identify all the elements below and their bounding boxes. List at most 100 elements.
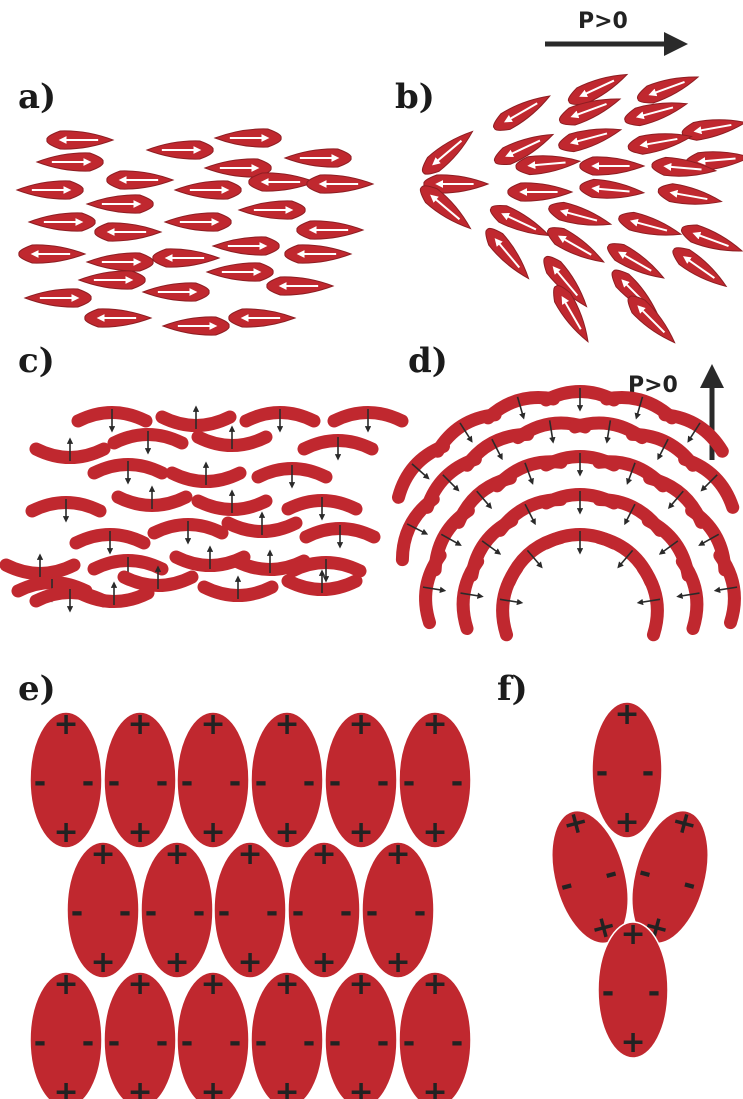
panel-e-ellipse: ++--	[30, 707, 102, 850]
charge-sign: +	[127, 815, 152, 850]
panel-f-label: f)	[497, 669, 528, 709]
panel-a-particle	[47, 131, 113, 149]
panel-e-ellipse: ++--	[399, 967, 471, 1099]
panel-b-label: b)	[395, 77, 435, 117]
charge-sign: -	[303, 765, 315, 800]
panel-e-ellipse: ++--	[30, 967, 102, 1099]
panel-c-particle	[258, 465, 326, 486]
charge-sign: +	[127, 1075, 152, 1099]
charge-sign: +	[620, 1025, 645, 1060]
panel-c-particle	[76, 531, 144, 552]
charge-sign: +	[200, 707, 225, 742]
charge-sign: +	[422, 815, 447, 850]
panel-c-particle	[36, 589, 104, 610]
panel-a-particle	[85, 309, 151, 327]
charge-sign: -	[218, 895, 230, 930]
panel-a-particle	[285, 245, 351, 263]
panel-a-particle	[285, 149, 351, 167]
panel-b-particle	[508, 183, 572, 201]
panel-c-particle	[78, 409, 146, 430]
panel-b-particle	[657, 181, 723, 210]
charge-sign: +	[422, 967, 447, 1002]
charge-sign: +	[127, 707, 152, 742]
panel-e-ellipse: ++--	[325, 707, 397, 850]
charge-sign: +	[422, 707, 447, 742]
charge-sign: -	[119, 895, 131, 930]
panel-a-particle	[213, 237, 279, 255]
panel-c-particle	[306, 525, 374, 546]
charge-sign: -	[34, 1025, 46, 1060]
panel-c-particle	[32, 499, 100, 520]
panel-d-particle	[634, 566, 665, 636]
charge-sign: -	[145, 895, 157, 930]
panel-a-particle	[87, 195, 153, 213]
panel-d-particle	[673, 559, 704, 629]
panel-a-particle	[165, 213, 231, 231]
charge-sign: -	[414, 895, 426, 930]
charge-sign: -	[303, 1025, 315, 1060]
charge-sign: -	[377, 1025, 389, 1060]
panel-e-ellipse: ++--	[251, 967, 323, 1099]
charge-sign: +	[53, 967, 78, 1002]
panel-b-particle	[580, 157, 644, 175]
charge-sign: -	[451, 765, 463, 800]
panel-c-particle	[36, 440, 104, 461]
charge-sign: -	[403, 1025, 415, 1060]
charge-sign: +	[620, 917, 645, 952]
charge-sign: +	[164, 945, 189, 980]
charge-sign: +	[90, 837, 115, 872]
panel-a-particle	[153, 249, 219, 267]
panel-a-particle	[147, 141, 213, 159]
panel-a-particle	[87, 253, 153, 271]
charge-sign: -	[82, 1025, 94, 1060]
charge-sign: +	[311, 945, 336, 980]
panel-c-particle	[228, 514, 296, 535]
panel-a-particle	[175, 181, 241, 199]
panel-a-particle	[239, 201, 305, 219]
charge-sign: -	[71, 895, 83, 930]
panel-c-particle	[204, 578, 272, 599]
panel-b-particle	[681, 114, 743, 143]
panel-a-particle	[267, 277, 333, 295]
panel-e-ellipse: ++--	[104, 967, 176, 1099]
panel-e-ellipse: ++--	[362, 837, 434, 980]
panel-c-particle	[114, 431, 182, 452]
panel-e-ellipse: ++--	[177, 967, 249, 1099]
charge-sign: +	[90, 945, 115, 980]
charge-sign: -	[34, 765, 46, 800]
charge-sign: +	[53, 815, 78, 850]
charge-sign: +	[385, 837, 410, 872]
panel-c-particle	[6, 556, 74, 577]
panel-c-particle	[334, 409, 402, 430]
panel-c-particle	[198, 492, 266, 513]
panel-d-particle	[711, 554, 742, 624]
charge-sign: +	[274, 1075, 299, 1099]
charge-sign: -	[108, 765, 120, 800]
charge-sign: +	[274, 707, 299, 742]
charge-sign: +	[274, 815, 299, 850]
charge-sign: +	[348, 815, 373, 850]
charge-sign: +	[348, 707, 373, 742]
charge-sign: -	[108, 1025, 120, 1060]
panel-b-particle	[635, 69, 701, 108]
charge-sign: -	[596, 755, 608, 790]
charge-sign: +	[53, 707, 78, 742]
panel-a-particle	[143, 283, 209, 301]
panel-a-particle	[95, 223, 161, 241]
panel-f-ellipse: ++--	[592, 697, 662, 840]
panel-e-ellipse: ++--	[399, 707, 471, 850]
panel-a-particle	[25, 289, 91, 307]
panel-b-particle	[617, 209, 684, 243]
charge-sign: -	[255, 1025, 267, 1060]
panel-b-particle	[490, 88, 555, 136]
panel-c-particle	[304, 437, 372, 458]
charge-sign: +	[200, 1075, 225, 1099]
charge-sign: +	[422, 1075, 447, 1099]
panel-b-particle	[418, 124, 479, 179]
panel-c-particle	[162, 408, 230, 429]
charge-sign: -	[648, 975, 660, 1010]
panel-c-particle	[154, 521, 222, 542]
panel-a-particle	[229, 309, 295, 327]
panel-a-particle	[79, 271, 145, 289]
